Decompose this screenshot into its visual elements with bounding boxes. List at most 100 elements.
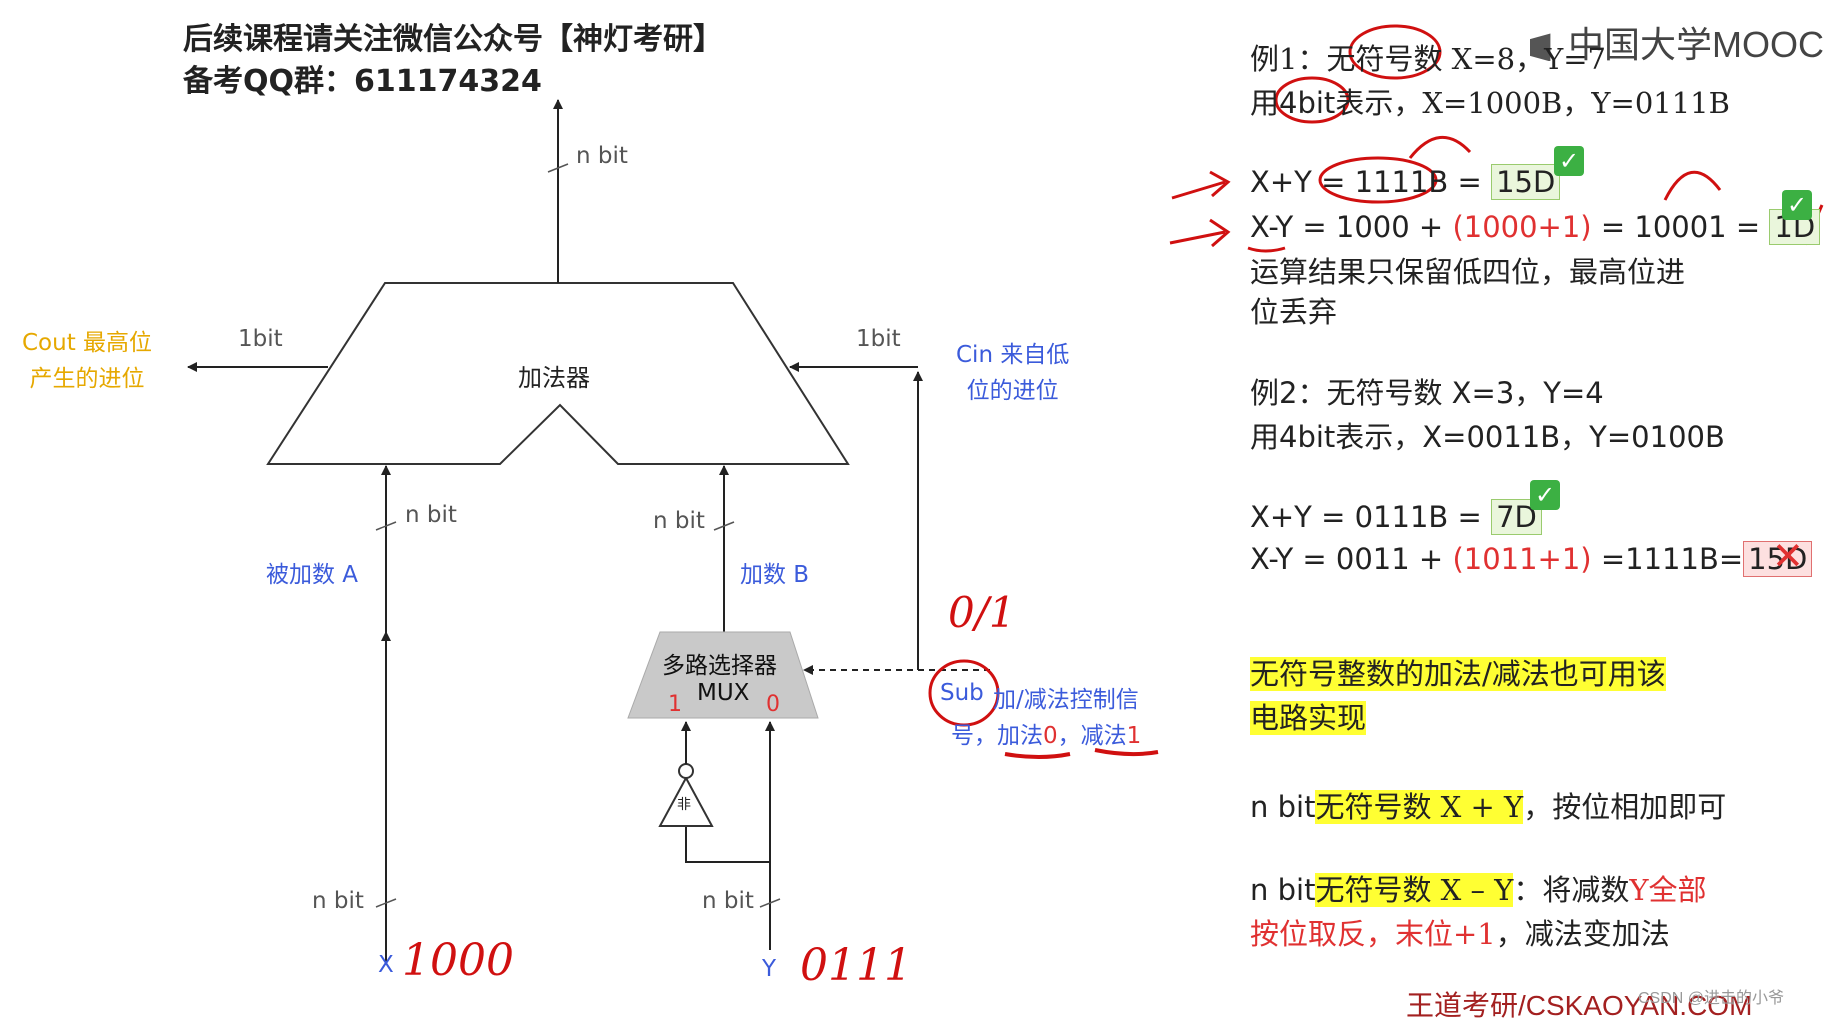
cout-description-line-2: 产生的进位 — [29, 366, 145, 392]
add0-underline — [1004, 752, 1071, 759]
ex2-sum-check-icon: ✓ — [1530, 480, 1560, 510]
ex1-diff-lhs: X-Y = 1000 + — [1250, 210, 1453, 244]
ex1-line-1: 例1：无符号数 X=8，Y=7 — [1250, 36, 1606, 78]
control-signal-sep: ， — [1057, 723, 1081, 749]
rule-subtraction-expr: 无符号数 X – Y — [1315, 873, 1514, 907]
control-signal-line-2: 号，加法0，减法1 — [951, 716, 1141, 750]
x-width-tick — [375, 898, 397, 908]
control-signal-sub: 减法 — [1080, 723, 1127, 749]
x-width-label: n bit — [312, 888, 364, 914]
unsigned-circle-annotation — [1348, 24, 1442, 80]
ex1-diff-eq1: = — [1591, 210, 1635, 244]
ex1-sum-lhs: X+Y = — [1250, 165, 1355, 199]
cin-description-line-1: Cin 来自低 — [956, 342, 1070, 368]
promo-line-1-suffix: 【神灯考研】 — [543, 22, 723, 57]
mooc-logo-icon — [1530, 33, 1551, 62]
summary-text: 无符号整数的加法/减法也可用该 电路实现 — [1250, 652, 1666, 740]
addend-a-label: 被加数 A — [266, 562, 359, 588]
control-signal-add-value: 0 — [1043, 723, 1058, 749]
mux-name: MUX — [697, 680, 750, 706]
rule-subtraction-desc-3: 按位取反，末位+1 — [1250, 917, 1496, 951]
ex1-line-2: 用4bit表示，X=1000B，Y=0111B — [1250, 80, 1730, 122]
sub-circle-annotation — [928, 659, 1000, 727]
rule-addition-width: n bit — [1250, 790, 1316, 824]
mux-title: 多路选择器 — [662, 653, 777, 679]
ex1-diff-raw: 10001 — [1634, 210, 1727, 244]
not-gate — [658, 775, 714, 827]
ex1-sum-binary: 1111B — [1354, 165, 1449, 199]
sub1-underline — [1094, 748, 1159, 757]
check-icon: ✓ — [1530, 480, 1560, 510]
1111b-circle-annotation — [1318, 156, 1438, 204]
promo-line-2: 备考QQ群：611174324 — [183, 64, 542, 99]
ex2-diff-decimal: 15D — [1743, 541, 1813, 577]
output-width-label: n bit — [576, 143, 628, 169]
promo-line-1-prefix: 后续课程请关注微信公众号 — [183, 22, 543, 57]
ex2-line-1: 例2：无符号数 X=3，Y=4 — [1250, 376, 1604, 410]
cin-description-line-2: 位的进位 — [966, 378, 1059, 404]
ex1-unsigned: 无符号 — [1326, 42, 1414, 76]
promo-line-1: 后续课程请关注微信公众号【神灯考研】 — [183, 14, 723, 58]
xy-underline — [1247, 246, 1286, 253]
cin-width-label: 1bit — [856, 326, 901, 352]
mux-block — [627, 631, 819, 719]
control-signal-sub-value: 1 — [1126, 723, 1142, 749]
rule-addition: n bit无符号数 X + Y，按位相加即可 — [1250, 784, 1726, 826]
ex1-diff: X-Y = 1000 + (1000+1) = 10001 = 1D — [1250, 209, 1821, 245]
summary-line-1: 无符号整数的加法/减法也可用该 — [1250, 657, 1666, 691]
ex1-diff-complement: (1000+1) — [1452, 210, 1592, 244]
arrow-to-15d — [1408, 136, 1472, 159]
cin-description: Cin 来自低 位的进位 — [956, 337, 1069, 409]
ex1-binary: 表示，X=1000B，Y=0111B — [1335, 86, 1730, 120]
a-width-label: n bit — [405, 502, 457, 528]
not-gate-bubble — [678, 763, 694, 779]
ex2-diff-eq: =1111B= — [1591, 542, 1744, 576]
ex1-4bit: 4bit — [1279, 86, 1336, 120]
adder-block — [266, 282, 850, 465]
x-input-label: X — [378, 952, 394, 978]
summary-line-2: 电路实现 — [1250, 701, 1367, 735]
cout-description-line-1: Cout 最高位 — [22, 330, 153, 356]
ex2-diff-lhs: X-Y = 0011 + — [1250, 542, 1453, 576]
ex1-diff-eq2: = — [1726, 210, 1770, 244]
ex1-sum-decimal: 15D — [1491, 164, 1561, 200]
control-signal-prefix: 号， — [951, 723, 997, 749]
control-signal-line-1: 加/减法控制信 — [993, 687, 1139, 713]
ex2-diff-complement: (1011+1) — [1452, 542, 1592, 576]
ex1-note-line-2: 位丢弃 — [1250, 295, 1338, 329]
cout-width-label: 1bit — [238, 326, 283, 352]
y-branch-wire — [685, 826, 770, 863]
ex1-note-line-1: 运算结果只保留低四位，最高位进 — [1250, 255, 1686, 289]
csdn-watermark: CSDN @进击的小爷 — [1638, 990, 1785, 1007]
4bit-circle-annotation — [1274, 76, 1350, 124]
handwritten-x-value: 1000 — [402, 935, 514, 986]
output-width-tick — [547, 163, 569, 173]
ex2-sum: X+Y = 0111B = 7D — [1250, 499, 1542, 535]
rule-subtraction-desc-4: ，减法变加法 — [1495, 917, 1670, 951]
arrow-to-1d — [1663, 170, 1722, 201]
ex1-sum: X+Y = 1111B = 15D — [1250, 164, 1561, 200]
ex2-diff: X-Y = 0011 + (1011+1) =1111B=15D — [1250, 541, 1813, 577]
rule-subtraction-desc-1: ：将减数 — [1513, 873, 1630, 907]
mux-input-1-label: 1 — [668, 692, 682, 717]
ex1-title: 例1： — [1250, 42, 1327, 76]
y-width-label: n bit — [702, 888, 754, 914]
ex1-sum-check-icon: ✓ — [1554, 146, 1584, 176]
b-width-tick — [713, 521, 735, 531]
ex1-values: 数 X=8，Y=7 — [1413, 42, 1606, 76]
ex2-line-2: 用4bit表示，X=0011B，Y=0100B — [1250, 420, 1725, 454]
pointer-arrow-2 — [1169, 218, 1231, 248]
y-input-label: Y — [762, 956, 777, 982]
sub-signal-label: Sub — [940, 680, 984, 706]
ex1-diff-check-icon: ✓ — [1782, 190, 1812, 220]
control-signal-add: 加法 — [997, 723, 1043, 749]
pointer-arrow-1 — [1171, 170, 1231, 200]
ex1-sum-eq: = — [1448, 165, 1492, 199]
ex1-use: 用 — [1250, 86, 1280, 120]
rule-subtraction-width: n bit — [1250, 873, 1316, 907]
ex1-note: 运算结果只保留低四位，最高位进 位丢弃 — [1250, 252, 1685, 332]
handwritten-y-value: 0111 — [800, 940, 912, 991]
not-gate-label: 非 — [677, 797, 691, 813]
rule-addition-expr: 无符号数 X + Y — [1315, 790, 1524, 824]
